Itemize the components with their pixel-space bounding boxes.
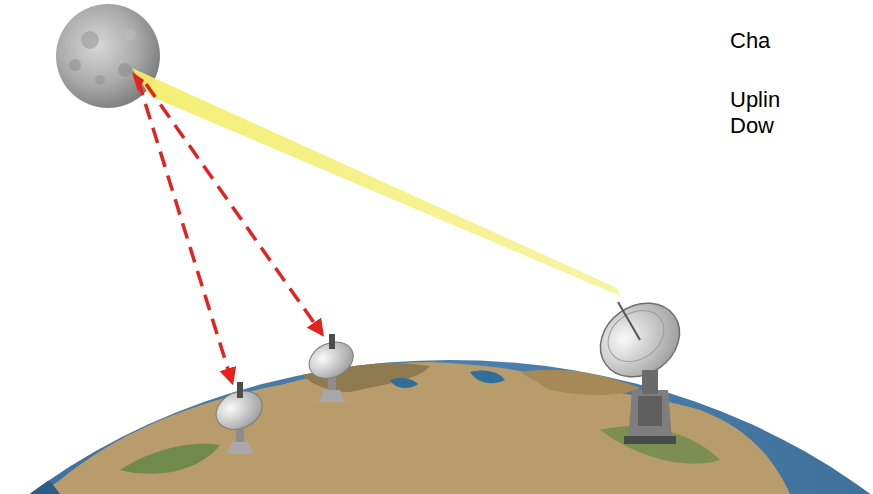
uplink-beam	[132, 68, 620, 296]
earth-globe	[0, 360, 873, 494]
receiving-dish	[210, 382, 269, 454]
caption-text: Uplin	[730, 87, 780, 113]
caption-text: Cha	[730, 28, 770, 54]
arrow-tip	[132, 72, 144, 92]
receiving-dish	[303, 334, 359, 402]
transmitting-dish	[586, 288, 694, 444]
moon	[56, 4, 160, 108]
downlink-arrow	[146, 84, 322, 334]
caption-text: Dow	[730, 113, 774, 139]
downlink-arrow	[138, 80, 232, 382]
